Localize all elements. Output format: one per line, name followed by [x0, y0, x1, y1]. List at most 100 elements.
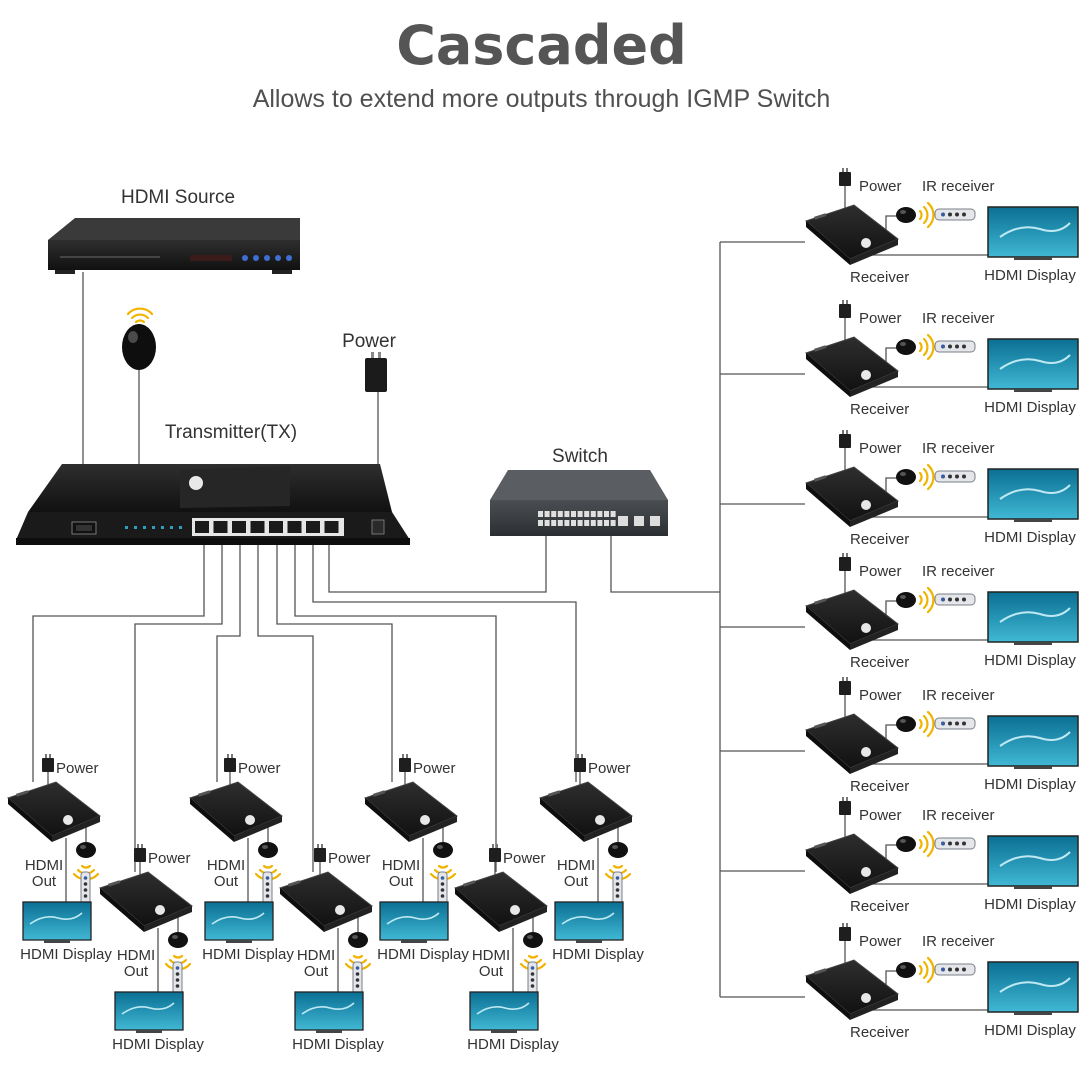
cable-line — [885, 724, 898, 739]
display-wave — [29, 912, 83, 925]
power-adapter-icon — [839, 677, 851, 695]
cable-line — [885, 477, 898, 492]
power-adapter-icon — [839, 168, 851, 186]
display-icon — [22, 901, 92, 943]
display-stand — [136, 1030, 162, 1033]
switch-port — [610, 520, 616, 526]
power-adapter-icon — [134, 844, 146, 862]
display-icon — [379, 901, 449, 943]
switch-label: Switch — [552, 446, 608, 467]
display-wave — [999, 222, 1071, 238]
display-wave — [999, 607, 1071, 623]
hdmi-out-label-2: Out — [389, 873, 414, 890]
display-stand — [1014, 642, 1052, 645]
display-icon — [114, 991, 184, 1033]
receiver-box-icon — [805, 833, 899, 895]
remote-control-icon — [934, 593, 976, 606]
display-stand — [491, 1030, 517, 1033]
power-label: Power — [859, 933, 902, 950]
cable-line — [257, 536, 314, 872]
tx-ethernet-port — [195, 521, 209, 533]
switch-port — [557, 520, 563, 526]
tx-ethernet-port — [324, 521, 339, 533]
power-label: Power — [859, 310, 902, 327]
cable-line — [885, 844, 898, 859]
switch-group: Switch — [490, 446, 668, 536]
ir-eye-icon — [348, 932, 368, 948]
switch-port — [577, 520, 583, 526]
remote-control-icon — [612, 871, 623, 905]
display-wave — [476, 1002, 530, 1015]
switch-port — [610, 511, 616, 517]
ir-eye-icon — [122, 324, 156, 370]
switch-port — [571, 520, 576, 526]
hdmi-display-label: HDMI Display — [984, 399, 1076, 416]
ir-eye-icon — [258, 842, 278, 858]
hdmi-out-label: HDMI — [472, 947, 510, 964]
display-wave — [121, 1002, 175, 1015]
display-icon — [987, 961, 1079, 1015]
switch-port — [564, 511, 570, 517]
power-adapter-icon — [224, 754, 236, 772]
hdmi-display-label: HDMI Display — [984, 1022, 1076, 1039]
transmitter-group: Transmitter(TX) — [16, 422, 410, 545]
ir-receiver-label: IR receiver — [922, 563, 995, 580]
cable-line — [328, 536, 547, 593]
hdmi-display-label: HDMI Display — [112, 1036, 204, 1053]
power-adapter-icon — [365, 352, 387, 392]
receiver-label: Receiver — [850, 269, 909, 286]
hdmi-display-label: HDMI Display — [202, 946, 294, 963]
remote-control-icon — [262, 871, 273, 905]
remote-control-icon — [437, 871, 448, 905]
hdmi-out-label: HDMI — [25, 857, 63, 874]
page-title: Cascaded — [396, 14, 687, 77]
ir-eye-icon — [896, 469, 916, 485]
ir-receiver-label: IR receiver — [922, 440, 995, 457]
switch-port — [590, 520, 596, 526]
hdmi-out-label: HDMI — [382, 857, 420, 874]
hdmi-display-label: HDMI Display — [377, 946, 469, 963]
ir-eye-icon — [523, 932, 543, 948]
receiver-box-icon — [805, 466, 899, 528]
display-icon — [987, 468, 1079, 522]
network-switch-icon — [490, 470, 668, 536]
remote-control-icon — [934, 470, 976, 483]
remote-control-icon — [80, 871, 91, 905]
tx-ethernet-port — [232, 521, 246, 533]
hdmi-out-label: HDMI — [207, 857, 245, 874]
remote-control-icon — [352, 961, 363, 995]
display-stand — [316, 1030, 342, 1033]
display-icon — [987, 338, 1079, 392]
tx-ethernet-port — [213, 521, 228, 533]
power-adapter-icon — [42, 754, 54, 772]
switch-port — [564, 520, 570, 526]
power-label: Power — [859, 687, 902, 704]
wifi-signal-icon — [918, 830, 935, 858]
display-screen — [987, 338, 1079, 390]
transmitter-icon — [16, 464, 410, 545]
cable-line — [885, 347, 898, 362]
tx-ir-extender — [122, 307, 156, 370]
cable-line — [134, 536, 223, 872]
remote-control-icon — [934, 837, 976, 850]
display-stand — [226, 940, 252, 943]
ir-eye-icon — [896, 836, 916, 852]
power-label: Power — [859, 178, 902, 195]
power-adapter-icon — [399, 754, 411, 772]
hdmi-display-label: HDMI Display — [552, 946, 644, 963]
hdmi-out-label: HDMI — [557, 857, 595, 874]
hdmi-display-label: HDMI Display — [20, 946, 112, 963]
remote-control-icon — [934, 963, 976, 976]
ir-eye-icon — [896, 592, 916, 608]
switch-port — [604, 520, 609, 526]
switch-port — [597, 520, 603, 526]
power-label: Power — [859, 563, 902, 580]
receiver-label: Receiver — [850, 401, 909, 418]
switch-port — [544, 520, 550, 526]
tx-ethernet-port — [306, 521, 320, 533]
